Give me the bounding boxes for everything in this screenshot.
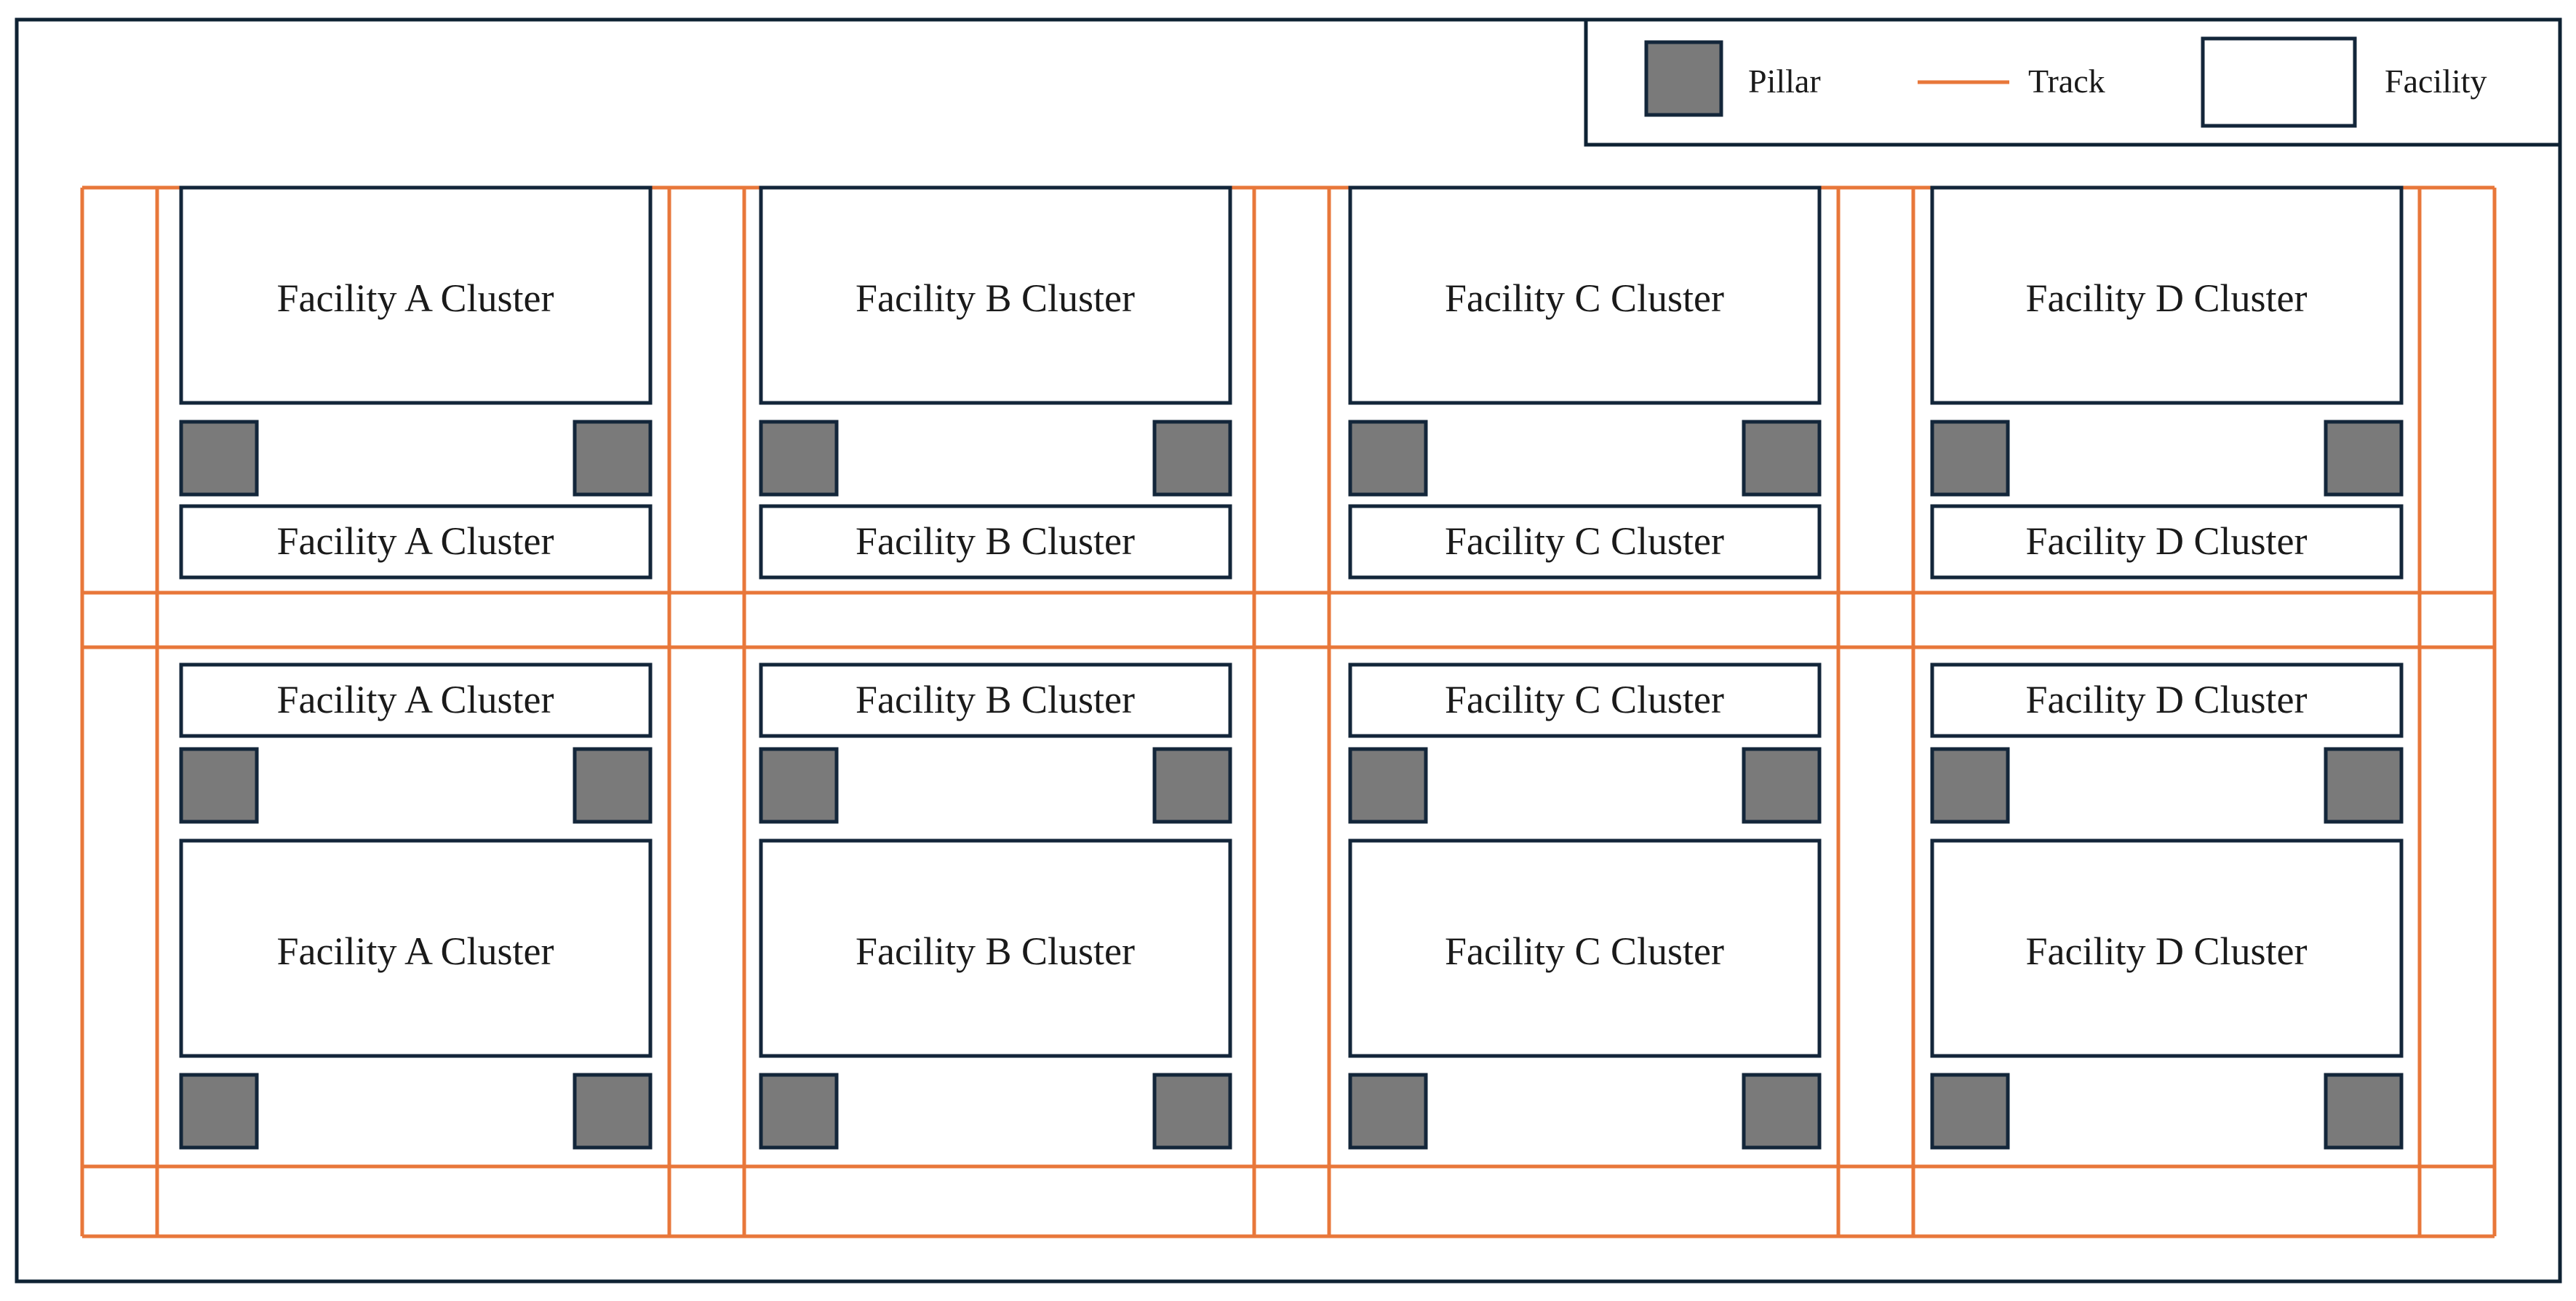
cluster-column-c: Facility C Cluster Facility C Cluster Fa… <box>1348 185 1822 1150</box>
facility-label: Facility D Cluster <box>2026 519 2308 563</box>
facility-label: Facility D Cluster <box>2026 929 2308 973</box>
legend-track-label: Track <box>2028 63 2105 100</box>
legend-pillar-label: Pillar <box>1748 63 1821 100</box>
track-network <box>80 185 2497 1238</box>
pillar <box>1152 747 1232 824</box>
pillar <box>2324 420 2404 497</box>
facility-box <box>1348 504 1822 580</box>
facility-box <box>179 185 653 405</box>
pillar <box>573 747 653 824</box>
cluster-column-b: Facility B Cluster Facility B Cluster Fa… <box>759 185 1232 1150</box>
facility-label: Facility D Cluster <box>2026 276 2308 320</box>
facility-box <box>759 504 1232 580</box>
pillar <box>573 1073 653 1150</box>
cluster-column-d: Facility D Cluster Facility D Cluster Fa… <box>1930 185 2404 1150</box>
facility-box <box>1348 662 1822 738</box>
pillar <box>179 1073 259 1150</box>
pillar <box>1930 747 2010 824</box>
facility-box <box>1930 504 2404 580</box>
legend: Pillar Track Facility <box>1584 17 2562 147</box>
pillar <box>1348 747 1428 824</box>
facility-box <box>1930 838 2404 1058</box>
pillar <box>1742 747 1822 824</box>
facility-box <box>179 504 653 580</box>
pillar <box>759 1073 839 1150</box>
pillar <box>2324 747 2404 824</box>
pillar <box>573 420 653 497</box>
pillar <box>1152 1073 1232 1150</box>
facility-label: Facility B Cluster <box>856 276 1135 320</box>
facility-label: Facility A Cluster <box>276 519 554 563</box>
facility-box <box>1930 662 2404 738</box>
legend-pillar-swatch <box>1644 40 1723 117</box>
facility-box <box>1930 185 2404 405</box>
pillar <box>1742 420 1822 497</box>
pillar <box>1930 420 2010 497</box>
pillar <box>2324 1073 2404 1150</box>
facility-box <box>1348 838 1822 1058</box>
facility-label: Facility A Cluster <box>276 276 554 320</box>
facility-label: Facility B Cluster <box>856 519 1135 563</box>
facility-box <box>1348 185 1822 405</box>
pillar <box>1930 1073 2010 1150</box>
pillar <box>1152 420 1232 497</box>
facility-label: Facility A Cluster <box>276 929 554 973</box>
facility-label: Facility B Cluster <box>856 929 1135 973</box>
cluster-column-a: Facility A Cluster Facility A Cluster Fa… <box>179 185 653 1150</box>
facility-label: Facility D Cluster <box>2026 678 2308 721</box>
legend-box <box>1584 17 2562 147</box>
facility-box <box>759 662 1232 738</box>
facility-box <box>759 838 1232 1058</box>
pillar <box>179 747 259 824</box>
pillar <box>1742 1073 1822 1150</box>
pillar <box>1348 1073 1428 1150</box>
facility-label: Facility C Cluster <box>1445 678 1724 721</box>
facility-label: Facility C Cluster <box>1445 276 1724 320</box>
facility-label: Facility C Cluster <box>1445 519 1724 563</box>
facility-label: Facility B Cluster <box>856 678 1135 721</box>
facility-label: Facility A Cluster <box>276 678 554 721</box>
facility-box <box>179 838 653 1058</box>
pillar <box>179 420 259 497</box>
facility-box <box>179 662 653 738</box>
pillar <box>759 747 839 824</box>
facility-box <box>759 185 1232 405</box>
legend-facility-label: Facility <box>2385 63 2487 100</box>
facility-label: Facility C Cluster <box>1445 929 1724 973</box>
legend-facility-swatch <box>2201 36 2357 128</box>
pillar <box>1348 420 1428 497</box>
pillar <box>759 420 839 497</box>
